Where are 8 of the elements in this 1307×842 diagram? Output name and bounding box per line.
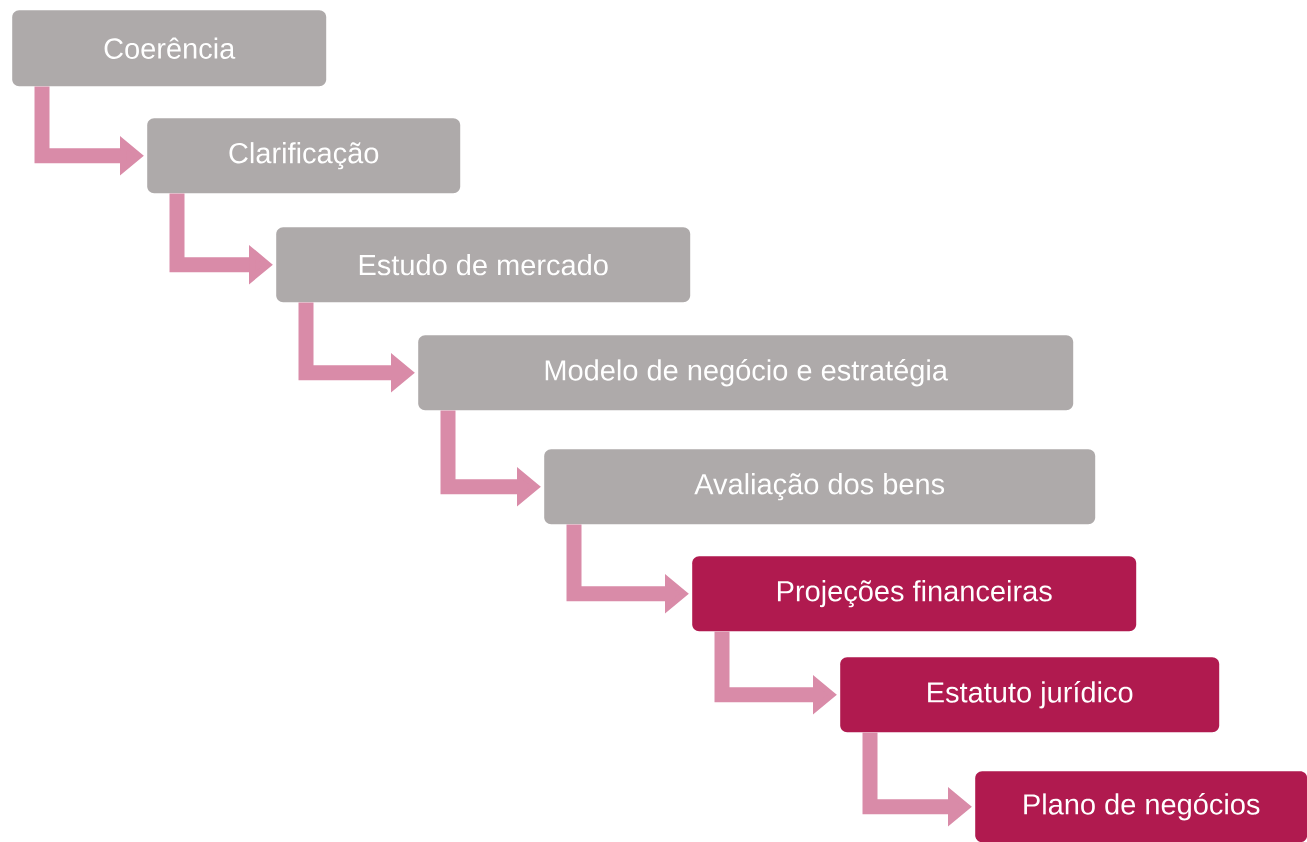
process-box: Modelo de negócio e estratégia (418, 335, 1074, 411)
process-box: Plano de negócios (975, 771, 1307, 842)
process-box: Estudo de mercado (276, 227, 691, 303)
process-box: Clarificação (147, 118, 461, 194)
process-box: Estatuto jurídico (840, 657, 1220, 733)
process-box: Avaliação dos bens (544, 449, 1096, 525)
process-box: Projeções financeiras (692, 556, 1137, 632)
process-box: Coerência (12, 10, 327, 87)
